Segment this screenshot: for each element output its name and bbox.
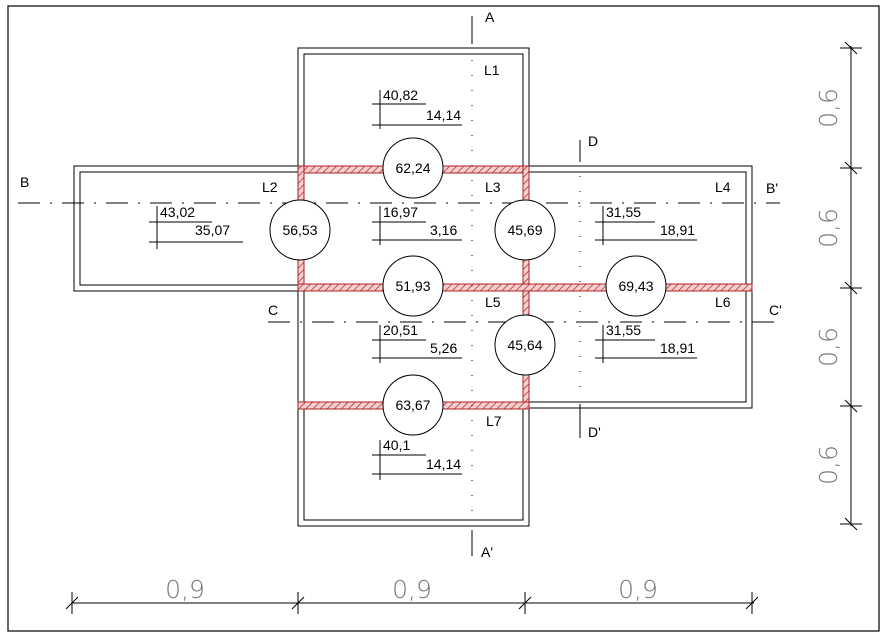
section-c-label: C [268, 302, 278, 318]
dim-vertical-4: 0,6 [814, 445, 843, 485]
l6-moment-bottom: 18,91 [660, 340, 695, 356]
support-circle-l5-l7: 63,67 [382, 374, 444, 436]
slab-l7-label: L7 [486, 413, 502, 429]
section-a2-label: A' [481, 544, 493, 560]
dim-vertical-1: 0,6 [814, 88, 843, 128]
support-value-l4-l6: 69,43 [618, 278, 653, 294]
section-d2-label: D' [588, 424, 601, 440]
support-value-l3-l5: 51,93 [395, 278, 430, 294]
support-circle-l3-l5: 51,93 [382, 255, 444, 317]
l2-moment-top: 43,02 [160, 204, 195, 220]
support-circle-l2-l3: 56,53 [269, 199, 331, 261]
slab-l2-label: L2 [262, 179, 278, 195]
horizontal-dimension: 0,9 0,9 0,9 [65, 575, 759, 614]
section-d-label: D [588, 133, 598, 149]
section-lines [18, 16, 780, 556]
section-b-label: B [20, 174, 29, 190]
moment-markers [149, 90, 697, 480]
dim-horizontal-3: 0,9 [618, 575, 658, 604]
l1-moment-bottom: 14,14 [426, 107, 461, 123]
l1-moment-top: 40,82 [383, 87, 418, 103]
dim-horizontal-2: 0,9 [392, 575, 432, 604]
l4-moment-bottom: 18,91 [660, 222, 695, 238]
l4-moment-top: 31,55 [606, 204, 641, 220]
l6-moment-top: 31,55 [606, 322, 641, 338]
l3-moment-top: 16,97 [383, 204, 418, 220]
support-circle-l5-l6: 45,64 [494, 314, 556, 376]
l7-moment-bottom: 14,14 [426, 456, 461, 472]
l7-moment-top: 40,1 [383, 437, 410, 453]
dim-vertical-2: 0,6 [814, 208, 843, 248]
slab-l1-label: L1 [484, 62, 500, 78]
support-circle-l1-l3: 62,24 [382, 137, 444, 199]
beam-l3-l5 [297, 283, 753, 292]
support-value-l1-l3: 62,24 [395, 160, 430, 176]
support-circle-l4-l6: 69,43 [605, 255, 667, 317]
support-value-l5-l6: 45,64 [507, 337, 542, 353]
l3-moment-bottom: 3,16 [430, 222, 457, 238]
section-b2-label: B' [766, 180, 778, 196]
l2-moment-bottom: 35,07 [195, 222, 230, 238]
section-a-label: A [485, 9, 495, 25]
support-value-l2-l3: 56,53 [282, 222, 317, 238]
dim-horizontal-1: 0,9 [165, 575, 205, 604]
slab-l5-label: L5 [485, 294, 501, 310]
l5-moment-bottom: 5,26 [430, 340, 457, 356]
slab-l4-label: L4 [715, 179, 731, 195]
slab-l6-label: L6 [715, 294, 731, 310]
slab-l3-label: L3 [485, 179, 501, 195]
section-c2-label: C' [769, 302, 782, 318]
support-value-l5-l7: 63,67 [395, 397, 430, 413]
l5-moment-top: 20,51 [383, 322, 418, 338]
vertical-dimension: 0,6 0,6 0,6 0,6 [814, 41, 862, 531]
dim-vertical-3: 0,6 [814, 327, 843, 367]
drawing-frame [7, 5, 880, 632]
support-value-l3-l4: 45,69 [507, 222, 542, 238]
support-circle-l3-l4: 45,69 [494, 199, 556, 261]
